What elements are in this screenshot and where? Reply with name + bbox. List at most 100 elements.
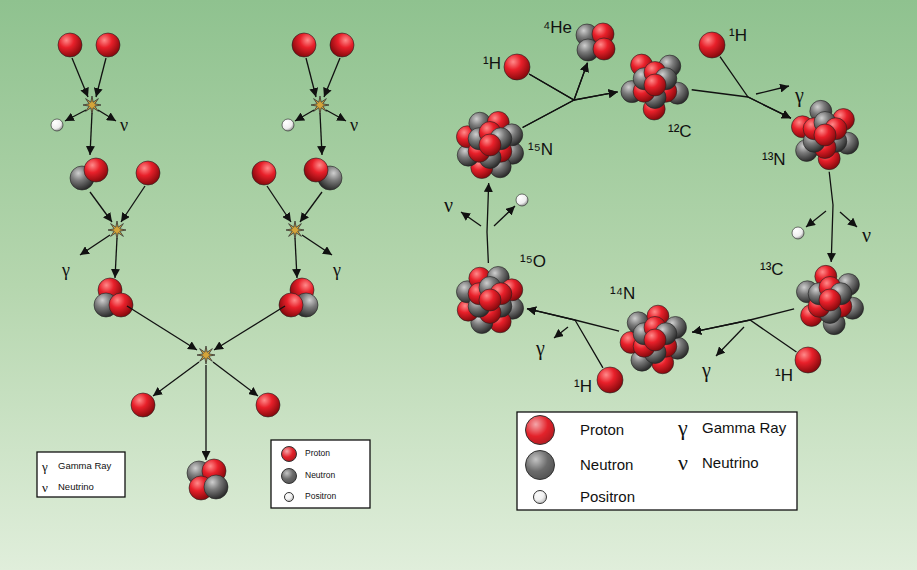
- illustration-part: [65, 110, 346, 460]
- illustration-part: [115, 238, 117, 278]
- reaction-arrow: [487, 183, 489, 263]
- particle-symbol: γ: [62, 261, 70, 279]
- nucleon: [593, 38, 615, 60]
- particle-symbol: γ: [536, 338, 545, 358]
- legend-swatch: [284, 492, 294, 502]
- nucleus-shape: [574, 21, 616, 63]
- proton-node: ¹H: [698, 31, 726, 59]
- isotope-label: ¹⁴N: [610, 285, 635, 304]
- illustration-part: [109, 293, 133, 317]
- pp-chain-branch: [252, 33, 354, 317]
- isotope-label: ⁴He: [543, 19, 572, 38]
- reaction-arrow: [523, 63, 588, 128]
- illustration-part: [80, 235, 110, 255]
- illustration-part: [108, 221, 126, 239]
- illustration-part: [37, 452, 125, 497]
- illustration-part: [494, 206, 515, 226]
- illustration-part: [516, 194, 804, 239]
- particle-symbol: ν: [862, 225, 871, 245]
- isotope-label: ¹H: [775, 367, 793, 386]
- illustration-part: [554, 327, 568, 338]
- nucleus-shape: [618, 303, 692, 377]
- illustration-part: [98, 110, 116, 121]
- illustration-part: [271, 440, 370, 508]
- nucleon: [699, 32, 725, 58]
- nucleon: [504, 54, 530, 80]
- legend-text: Positron: [580, 489, 635, 506]
- legend-text: Neutron: [305, 471, 335, 480]
- nucleus-node: ¹³N: [788, 98, 862, 172]
- illustration-part: [58, 33, 82, 57]
- nucleon: [644, 74, 666, 96]
- illustration-part: [131, 393, 155, 417]
- legend-text: Neutrino: [702, 455, 759, 472]
- illustration-part: [153, 362, 199, 396]
- nucleon: [479, 289, 501, 311]
- illustration-part: [214, 306, 285, 350]
- nucleon: [644, 329, 666, 351]
- reaction-arrow: [523, 92, 618, 128]
- particle-symbol: ν: [678, 452, 688, 474]
- particle-symbol: ν: [444, 195, 453, 215]
- illustration-part: [90, 192, 112, 222]
- legend-swatch: [281, 446, 297, 462]
- nucleus-shape: [618, 48, 692, 122]
- nucleus-shape: [596, 366, 624, 394]
- legend-text: Gamma Ray: [702, 420, 786, 437]
- particle-symbol: γ: [678, 417, 688, 439]
- legend-swatch: [525, 415, 555, 445]
- illustration-part: [204, 475, 228, 499]
- illustration-part: [213, 362, 258, 396]
- nucleus-shape: [788, 98, 862, 172]
- particle-symbol: γ: [42, 460, 48, 473]
- reaction-arrow: [527, 309, 603, 368]
- illustration-part: [326, 110, 346, 121]
- isotope-label: ¹⁵N: [528, 141, 553, 160]
- isotope-label: ¹³C: [760, 261, 784, 280]
- proton-node: ¹H: [503, 53, 531, 81]
- legend-text: Neutron: [580, 457, 633, 474]
- nucleon: [479, 134, 501, 156]
- illustration-part: [58, 33, 160, 317]
- isotope-label: ¹H: [483, 55, 501, 74]
- illustration-part: [840, 212, 857, 227]
- illustration-part: [516, 194, 528, 206]
- illustration-part: [806, 211, 826, 227]
- illustration-part: [756, 86, 789, 94]
- illustration-part: [256, 393, 280, 417]
- legend-text: Positron: [305, 492, 336, 501]
- nucleus-shape: [793, 263, 867, 337]
- isotope-label: ¹H: [729, 27, 747, 46]
- nucleon: [597, 367, 623, 393]
- illustration-part: [461, 86, 857, 356]
- legend-swatch: [525, 450, 555, 480]
- cno-reaction-points: [461, 86, 857, 356]
- nucleus-shape: [503, 53, 531, 81]
- proton-node: ¹H: [794, 346, 822, 374]
- illustration-part: [51, 119, 294, 500]
- legend-text: Proton: [580, 422, 624, 439]
- isotope-label: ¹⁵O: [520, 253, 546, 272]
- nucleus-shape: [453, 108, 527, 182]
- illustration-part: [197, 346, 215, 364]
- reaction-arrow: [692, 320, 796, 352]
- illustration-part: [282, 119, 294, 131]
- particle-symbol: ν: [350, 116, 358, 134]
- illustration-part: [65, 110, 86, 121]
- proton-node: ¹H: [596, 366, 624, 394]
- nucleus-node: ¹⁵N: [453, 108, 527, 182]
- illustration-part: [461, 212, 481, 226]
- legend-swatch: [281, 468, 297, 484]
- illustration-part: [792, 227, 804, 239]
- nucleus-node: ¹²C: [618, 48, 692, 122]
- nucleon: [814, 124, 836, 146]
- illustration-part: [90, 113, 92, 155]
- nucleus-shape: [453, 263, 527, 337]
- isotope-label: ¹²C: [668, 123, 692, 142]
- reaction-arrow: [529, 74, 618, 100]
- reaction-arrow: [720, 57, 791, 119]
- particle-symbol: ν: [120, 116, 128, 134]
